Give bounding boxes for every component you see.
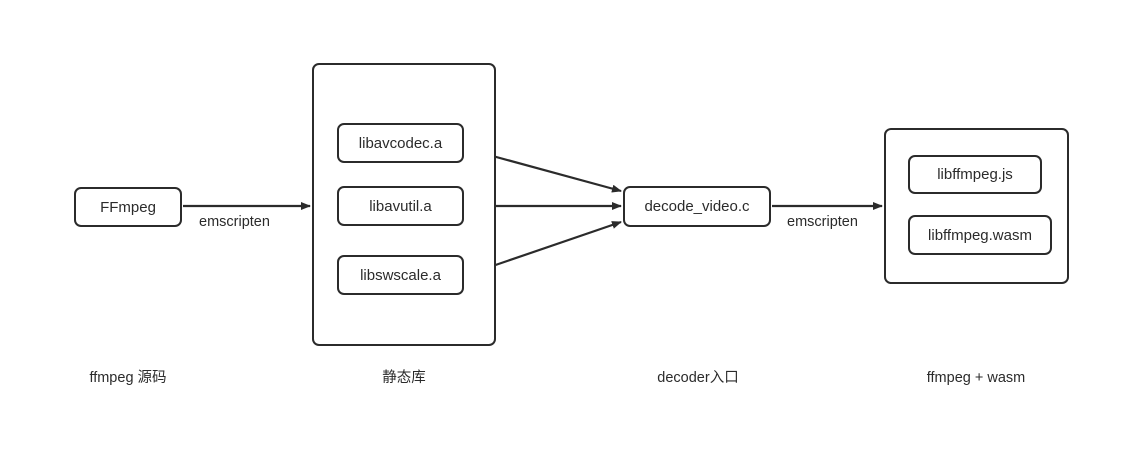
- node-libswscale[interactable]: libswscale.a: [337, 255, 464, 295]
- node-ffmpeg-source[interactable]: FFmpeg: [74, 187, 182, 227]
- node-libswscale-label: libswscale.a: [360, 266, 441, 284]
- caption-static-libraries: 静态库: [382, 370, 426, 386]
- edge-label-emscripten-source-to-libs: emscripten: [197, 214, 272, 231]
- node-libffmpeg-js[interactable]: libffmpeg.js: [908, 155, 1042, 194]
- node-decode-video[interactable]: decode_video.c: [623, 186, 771, 227]
- group-output-artifacts: [884, 128, 1069, 284]
- caption-decoder-entry: decoder入口: [657, 370, 739, 386]
- node-libffmpeg-wasm[interactable]: libffmpeg.wasm: [908, 215, 1052, 255]
- edge-label-emscripten-decoder-to-output: emscripten: [785, 214, 860, 231]
- caption-ffmpeg-source: ffmpeg 源码: [89, 370, 167, 386]
- node-libavcodec[interactable]: libavcodec.a: [337, 123, 464, 163]
- node-libffmpeg-wasm-label: libffmpeg.wasm: [928, 226, 1032, 244]
- node-libffmpeg-js-label: libffmpeg.js: [937, 166, 1013, 183]
- node-libavutil[interactable]: libavutil.a: [337, 186, 464, 226]
- edge-libavcodec-to-decode-video: [477, 150, 622, 193]
- node-libavcodec-label: libavcodec.a: [358, 134, 443, 152]
- caption-output-artifacts: ffmpeg + wasm: [926, 370, 1026, 386]
- node-ffmpeg-source-label: FFmpeg: [100, 198, 156, 216]
- node-libavutil-label: libavutil.a: [369, 197, 432, 215]
- edge-libswscale-to-decode-video: [477, 220, 622, 273]
- node-decode-video-label: decode_video.c: [644, 198, 750, 215]
